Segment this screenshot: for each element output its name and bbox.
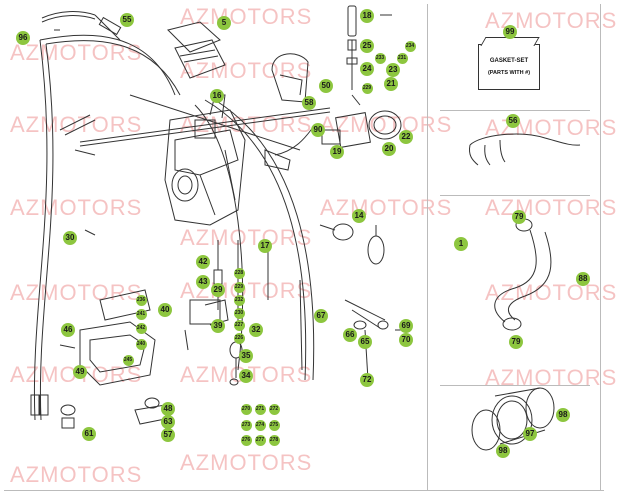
callout-39[interactable]: 39 xyxy=(211,319,225,333)
callout-58[interactable]: 58 xyxy=(302,96,316,110)
section-divider xyxy=(440,385,590,386)
callout-245[interactable]: 245 xyxy=(122,354,134,366)
callout-274[interactable]: 274 xyxy=(254,419,266,431)
callout-24[interactable]: 24 xyxy=(360,62,374,76)
callout-233[interactable]: 233 xyxy=(374,52,386,64)
callout-43[interactable]: 43 xyxy=(196,275,210,289)
section-divider xyxy=(440,195,590,196)
callout-69[interactable]: 69 xyxy=(399,319,413,333)
callout-234[interactable]: 234 xyxy=(404,40,416,52)
gasket-set-title: GASKET-SET xyxy=(489,58,529,64)
callout-34[interactable]: 34 xyxy=(239,369,253,383)
callout-49[interactable]: 49 xyxy=(73,365,87,379)
callout-20[interactable]: 20 xyxy=(382,142,396,156)
callout-56[interactable]: 56 xyxy=(506,114,520,128)
callout-98-right[interactable]: 98 xyxy=(556,408,570,422)
callout-17[interactable]: 17 xyxy=(258,239,272,253)
callout-229-b[interactable]: 229 xyxy=(233,281,245,293)
callout-25[interactable]: 25 xyxy=(360,39,374,53)
callout-14[interactable]: 14 xyxy=(352,209,366,223)
callout-35[interactable]: 35 xyxy=(239,349,253,363)
callout-22[interactable]: 22 xyxy=(399,130,413,144)
callout-42[interactable]: 42 xyxy=(196,255,210,269)
callout-232[interactable]: 232 xyxy=(233,294,245,306)
callout-96[interactable]: 96 xyxy=(16,31,30,45)
callout-70[interactable]: 70 xyxy=(399,333,413,347)
callout-32[interactable]: 32 xyxy=(249,323,263,337)
callout-90[interactable]: 90 xyxy=(311,123,325,137)
callout-55[interactable]: 55 xyxy=(120,13,134,27)
callout-40[interactable]: 40 xyxy=(158,303,172,317)
callout-230[interactable]: 230 xyxy=(233,307,245,319)
callout-29[interactable]: 29 xyxy=(211,283,225,297)
callout-228[interactable]: 228 xyxy=(233,267,245,279)
callout-236[interactable]: 236 xyxy=(135,294,147,306)
callout-241[interactable]: 241 xyxy=(135,308,147,320)
callout-276[interactable]: 276 xyxy=(240,434,252,446)
callout-21[interactable]: 21 xyxy=(384,77,398,91)
callout-19[interactable]: 19 xyxy=(330,145,344,159)
callout-97[interactable]: 97 xyxy=(523,427,537,441)
callout-57[interactable]: 57 xyxy=(161,428,175,442)
callout-275[interactable]: 275 xyxy=(268,419,280,431)
callout-278[interactable]: 278 xyxy=(268,434,280,446)
callout-46[interactable]: 46 xyxy=(61,323,75,337)
callout-240[interactable]: 240 xyxy=(135,338,147,350)
callout-50[interactable]: 50 xyxy=(319,79,333,93)
callout-23[interactable]: 23 xyxy=(386,63,400,77)
callout-229[interactable]: 229 xyxy=(361,82,373,94)
column-divider xyxy=(427,4,428,490)
callout-1[interactable]: 1 xyxy=(454,237,468,251)
callout-48[interactable]: 48 xyxy=(161,402,175,416)
callout-277[interactable]: 277 xyxy=(254,434,266,446)
callout-30[interactable]: 30 xyxy=(63,231,77,245)
callout-63[interactable]: 63 xyxy=(161,415,175,429)
callout-271[interactable]: 271 xyxy=(254,403,266,415)
callout-99[interactable]: 99 xyxy=(503,25,517,39)
callout-273[interactable]: 273 xyxy=(240,419,252,431)
gasket-set-subtitle: (PARTS WITH #) xyxy=(487,70,531,76)
callout-65[interactable]: 65 xyxy=(358,335,372,349)
callout-18[interactable]: 18 xyxy=(360,9,374,23)
callout-272[interactable]: 272 xyxy=(268,403,280,415)
callout-5[interactable]: 5 xyxy=(217,16,231,30)
callout-61[interactable]: 61 xyxy=(82,427,96,441)
column-divider-right xyxy=(600,4,601,490)
callout-66[interactable]: 66 xyxy=(343,328,357,342)
bottom-border xyxy=(4,490,604,491)
callout-231[interactable]: 231 xyxy=(396,52,408,64)
section-divider xyxy=(440,110,590,111)
callout-16[interactable]: 16 xyxy=(210,89,224,103)
callout-270[interactable]: 270 xyxy=(240,403,252,415)
callout-98-left[interactable]: 98 xyxy=(496,444,510,458)
callout-226[interactable]: 226 xyxy=(233,332,245,344)
callout-79-bottom[interactable]: 79 xyxy=(509,335,523,349)
callout-88[interactable]: 88 xyxy=(576,272,590,286)
gasket-set-box: GASKET-SET (PARTS WITH #) xyxy=(478,37,540,90)
callout-227[interactable]: 227 xyxy=(233,319,245,331)
callout-79-top[interactable]: 79 xyxy=(512,210,526,224)
callout-242[interactable]: 242 xyxy=(135,322,147,334)
callout-67[interactable]: 67 xyxy=(314,309,328,323)
callout-72[interactable]: 72 xyxy=(360,373,374,387)
